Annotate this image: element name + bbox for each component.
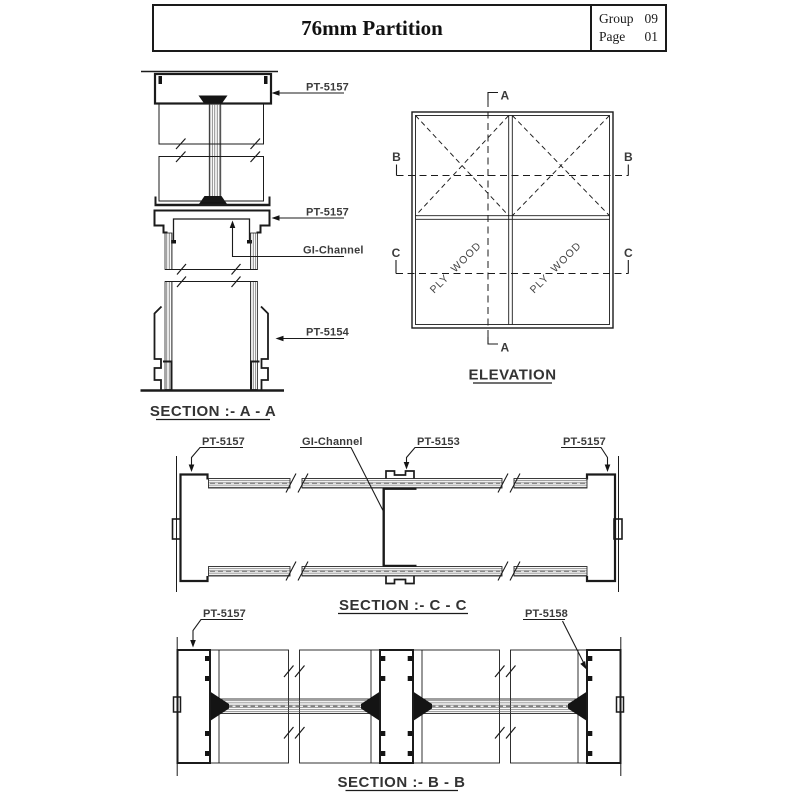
page-value: 01 [644, 28, 659, 44]
label-floor-profile: PT-5154 [306, 327, 350, 339]
group-label: Group [599, 10, 634, 26]
plywood-panel-labels: PLY WOOD PLY WOOD [428, 240, 584, 296]
leader-center-clip: PT-5153 [403, 436, 460, 470]
leader-top-track: PT-5157 [271, 82, 349, 96]
wall-lines [176, 456, 619, 592]
leader-left-cap: PT-5157 [188, 436, 245, 472]
section-line-c: C C [392, 246, 633, 274]
leader-right-cap: PT-5157 [561, 436, 611, 472]
gi-channel-profile [171, 218, 252, 244]
marker-a-top: A [501, 89, 510, 103]
leader-left-stud: PT-5157 [190, 608, 246, 648]
break-symbol-lower [176, 263, 241, 288]
break-symbols-bb [283, 665, 516, 739]
label-center-clip: PT-5153 [417, 436, 460, 448]
panel-cross-bracing [415, 115, 610, 217]
plywood-face-strips [208, 478, 588, 577]
marker-c-right: C [624, 246, 633, 260]
break-symbol-upper [175, 138, 261, 163]
label-right-cap: PT-5157 [563, 436, 606, 448]
label-left-cap: PT-5157 [202, 436, 245, 448]
leader-right-stud: PT-5158 [523, 608, 587, 670]
group-row: Group 09 [599, 11, 658, 28]
leader-gi-channel: GI-Channel [229, 220, 364, 258]
right-stud [586, 649, 625, 764]
section-bb-drawing: PT-5157 PT-5158 SECTION :- B - B [172, 608, 625, 792]
svg-text:SECTION :- B - B: SECTION :- B - B [338, 774, 466, 791]
label-left-stud: PT-5157 [203, 608, 246, 620]
right-end-cap [585, 473, 623, 583]
leader-floor-profile: PT-5154 [275, 327, 350, 342]
leader-gi-channel-cc: GI-Channel [300, 436, 384, 512]
caption-section-cc: SECTION :- C - C [338, 597, 468, 615]
group-value: 09 [644, 10, 659, 26]
break-symbols [285, 473, 521, 581]
marker-c-left: C [392, 246, 401, 260]
title-block: 76mm Partition Group 09 Page 01 [152, 4, 667, 52]
left-stud [172, 649, 211, 764]
svg-text:SECTION :- C - C: SECTION :- C - C [339, 597, 467, 614]
label-top-track: PT-5157 [306, 82, 349, 94]
group-page-cell: Group 09 Page 01 [590, 6, 665, 50]
label-right-stud: PT-5158 [525, 608, 568, 620]
elevation-frame [411, 111, 614, 329]
mid-joint-track [153, 196, 271, 234]
label-gi-channel: GI-Channel [303, 245, 364, 257]
marker-b-right: B [624, 150, 633, 164]
floor-skirting-profile [153, 305, 269, 390]
section-cc-drawing: PT-5157 GI-Channel PT-5153 PT-5157 SECTI… [171, 436, 623, 615]
upper-wall-panels [158, 103, 264, 202]
caption-section-bb: SECTION :- B - B [338, 774, 466, 792]
center-gi-channel [382, 487, 417, 567]
svg-text:SECTION :- A - A: SECTION :- A - A [150, 403, 276, 420]
section-line-b: B B [392, 150, 633, 176]
page-row: Page 01 [599, 29, 658, 46]
core-band [210, 698, 587, 714]
label-gi-channel-cc: GI-Channel [302, 436, 363, 448]
marker-b-left: B [392, 150, 401, 164]
page-label: Page [599, 28, 626, 44]
center-stud [198, 95, 228, 205]
marker-a-bottom: A [501, 341, 510, 355]
plywood-text-right: PLY WOOD [528, 240, 584, 296]
left-end-cap [171, 473, 209, 583]
leader-mid-track: PT-5157 [271, 207, 349, 221]
section-aa-drawing: PT-5157 PT-5157 GI-Channel PT-5154 SECTI… [140, 70, 364, 421]
section-line-a: A A [487, 89, 510, 355]
title-cell: 76mm Partition [154, 6, 590, 50]
elevation-drawing: A A B B C C PLY WOOD PLY WOOD ELEVATION [392, 89, 633, 384]
caption-section-aa: SECTION :- A - A [150, 403, 276, 421]
svg-text:ELEVATION: ELEVATION [468, 367, 556, 384]
label-mid-track: PT-5157 [306, 207, 349, 219]
middle-stud [379, 649, 414, 764]
gasket-wedges [210, 691, 587, 721]
sheet-title: 76mm Partition [301, 15, 443, 40]
caption-elevation: ELEVATION [468, 367, 556, 384]
center-clip-profiles [385, 470, 415, 585]
plywood-text-left: PLY WOOD [428, 240, 484, 296]
